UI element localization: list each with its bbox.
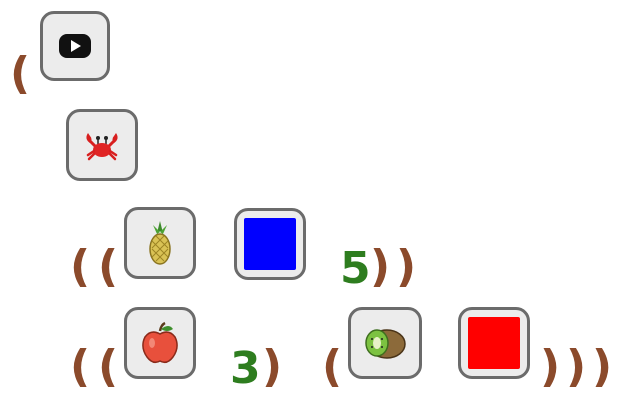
close-paren: ) (370, 241, 391, 292)
kiwi-tile[interactable] (348, 307, 422, 379)
kiwi-icon (365, 329, 406, 359)
close-paren: ) (566, 341, 587, 392)
red-square-tile[interactable] (458, 307, 530, 379)
pineapple-icon (149, 221, 171, 265)
open-paren: ( (98, 341, 119, 392)
open-paren: ( (70, 341, 91, 392)
open-paren: ( (98, 241, 119, 292)
close-paren: ) (262, 341, 283, 392)
open-paren: ( (322, 341, 343, 392)
youtube-tile[interactable] (40, 11, 110, 81)
open-paren: ( (70, 241, 91, 292)
number-3: 3 (230, 343, 261, 394)
close-paren: ) (396, 241, 417, 292)
close-paren: ) (592, 341, 613, 392)
crab-tile[interactable] (66, 109, 138, 181)
crab-icon (86, 133, 118, 161)
number-5: 5 (340, 243, 371, 294)
blue-square (244, 218, 296, 270)
youtube-icon (59, 34, 91, 58)
open-paren: ( (10, 48, 31, 99)
blue-square-tile[interactable] (234, 208, 306, 280)
apple-tile[interactable] (124, 307, 196, 379)
pineapple-tile[interactable] (124, 207, 196, 279)
close-paren: ) (540, 341, 561, 392)
red-square (468, 317, 520, 369)
apple-icon (142, 321, 178, 364)
